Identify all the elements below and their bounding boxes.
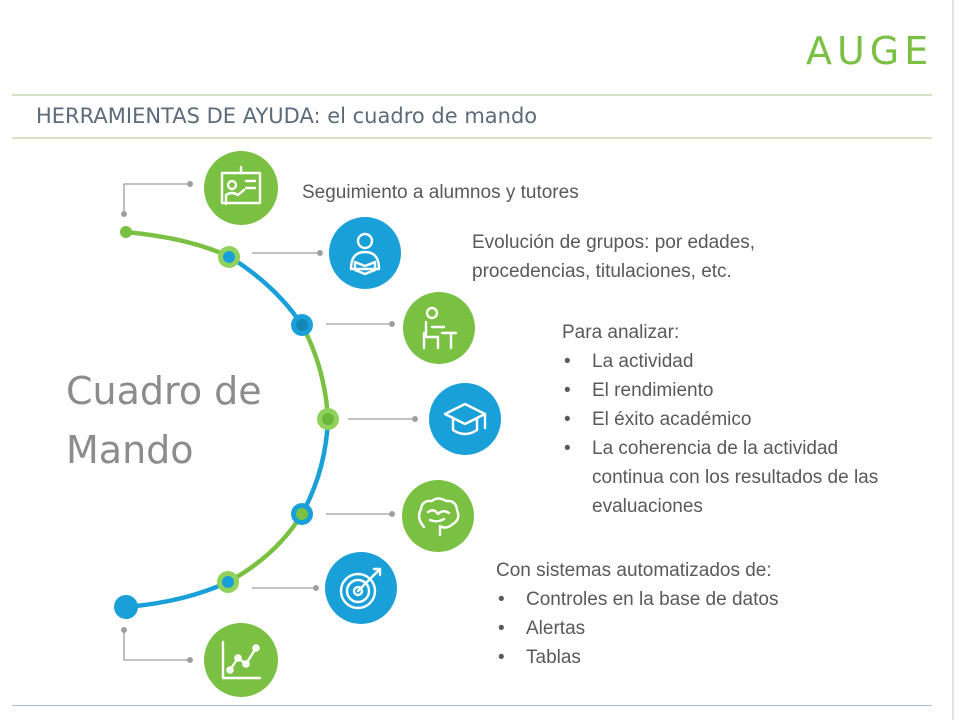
arc-segment-5 (225, 511, 305, 585)
connector-line-7 (123, 630, 188, 661)
arc-segment-4 (299, 416, 331, 517)
brain-icon (402, 480, 474, 552)
automation-item: Tablas (496, 643, 814, 672)
automation-block: Con sistemas automatizados de: Controles… (496, 556, 814, 672)
connector-line-1 (123, 183, 188, 214)
header-bottom-rule (12, 137, 932, 139)
graduation-cap-icon (429, 383, 501, 455)
analysis-item: La actividad (562, 347, 912, 376)
page-title: HERRAMIENTAS DE AYUDA: el cuadro de mand… (36, 104, 538, 128)
automation-item: Controles en la base de datos (496, 585, 814, 614)
arc-node-start (120, 226, 132, 238)
arc-segment-1 (123, 229, 233, 260)
big-title-line: Cuadro de (66, 369, 262, 413)
header-top-rule (12, 94, 932, 96)
student-reading-icon (329, 217, 401, 289)
auge-logo: AUGE (806, 29, 934, 73)
analysis-item: La coherencia de la actividad continua c… (562, 434, 912, 521)
student-desk-icon (403, 292, 475, 364)
analysis-item: El éxito académico (562, 405, 912, 434)
arc-segment-3 (299, 322, 331, 422)
line-chart-icon (204, 623, 278, 697)
cuadro-de-mando-title: Cuadro de Mando (66, 362, 262, 480)
arc-node-end (114, 595, 138, 619)
analysis-heading: Para analizar: (562, 322, 680, 343)
analysis-block: Para analizar: La actividad El rendimien… (562, 318, 912, 521)
item-text-seguimiento: Seguimiento a alumnos y tutores (302, 182, 579, 203)
arc-segment-6 (123, 579, 231, 610)
right-border (952, 0, 954, 720)
teacher-board-icon (204, 151, 278, 225)
automation-list: Controles en la base de datos Alertas Ta… (496, 585, 814, 672)
automation-item: Alertas (496, 614, 814, 643)
big-title-line: Mando (66, 428, 194, 472)
footer-rule (12, 705, 932, 706)
analysis-list: La actividad El rendimiento El éxito aca… (562, 347, 912, 521)
automation-heading: Con sistemas automatizados de: (496, 560, 772, 581)
target-icon (325, 552, 397, 624)
arc-segment-2 (227, 254, 305, 328)
item-text-evolucion: Evolución de grupos: por edades, procede… (472, 232, 756, 282)
analysis-item: El rendimiento (562, 376, 912, 405)
